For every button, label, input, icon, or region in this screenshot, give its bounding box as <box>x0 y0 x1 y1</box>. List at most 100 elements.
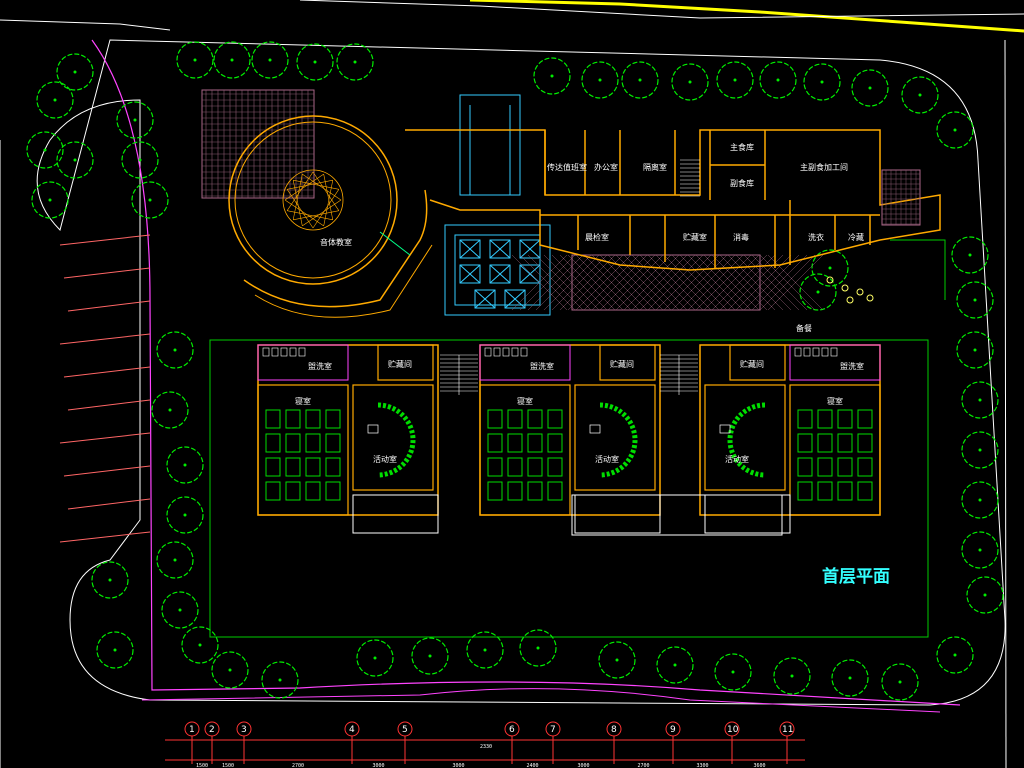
music-room: 音体教室 <box>228 115 433 318</box>
tree-icon <box>211 651 249 689</box>
axis-marker: 6 <box>504 721 520 764</box>
bed-icon <box>305 457 321 477</box>
tree-icon <box>156 541 194 579</box>
bed-icon <box>507 409 523 429</box>
bed-icon <box>547 481 563 501</box>
sandpit-circles <box>826 276 874 304</box>
sandpit-circle <box>866 294 874 302</box>
axis-label: 11 <box>782 725 793 735</box>
washroom-label: 盥洗室 <box>530 361 554 371</box>
site-boundary <box>36 39 1006 706</box>
sandpit-circle <box>846 296 854 304</box>
tree-icon <box>936 111 974 149</box>
lightwell-cell <box>459 239 481 259</box>
bedroom-label: 寝室 <box>517 396 533 406</box>
playground-boundary <box>209 339 929 638</box>
axis-marker: 5 <box>397 721 413 764</box>
bed-icon <box>837 433 853 453</box>
tree-icon <box>336 43 374 81</box>
janitor-label: 备餐 <box>796 323 812 333</box>
tree-icon <box>621 61 659 99</box>
dimension-label: 2700 <box>292 763 304 768</box>
tree-icon <box>121 141 159 179</box>
tree-icon <box>671 63 709 101</box>
disinfect-label: 消毒 <box>733 232 749 242</box>
tree-icon <box>176 41 214 79</box>
axis-marker: 1 <box>184 721 200 764</box>
tree-icon <box>251 41 289 79</box>
tree-icon <box>96 631 134 669</box>
central-annex <box>571 494 783 536</box>
waiting-room-label: 传达值班室 <box>547 162 587 172</box>
road-magenta-line <box>91 39 961 706</box>
axis-label: 2 <box>209 725 215 735</box>
axis-marker: 8 <box>606 721 622 764</box>
tree-icon <box>156 331 194 369</box>
tree-icon <box>956 331 994 369</box>
bed-icon <box>797 409 813 429</box>
axis-marker: 2 <box>204 721 220 764</box>
green-line-right <box>890 239 946 300</box>
bed-icon <box>507 457 523 477</box>
tree-icon <box>799 273 837 311</box>
bed-icon <box>285 457 301 477</box>
bed-icon <box>487 409 503 429</box>
tree-icon <box>56 141 94 179</box>
tree-icon <box>161 591 199 629</box>
axis-label: 7 <box>550 725 556 735</box>
cold-storage-label: 冷藏 <box>848 232 864 242</box>
tree-icon <box>966 576 1004 614</box>
tree-icon <box>598 641 636 679</box>
bed-icon <box>527 481 543 501</box>
road-yellow-line <box>469 0 1024 33</box>
bed-icon <box>527 409 543 429</box>
tree-icon <box>936 636 974 674</box>
bedroom-label: 寝室 <box>827 396 843 406</box>
table-icon <box>719 424 731 434</box>
bed-icon <box>487 481 503 501</box>
tree-icon <box>656 646 694 684</box>
bed-icon <box>487 457 503 477</box>
table-icon <box>589 424 601 434</box>
axis-marker: 10 <box>724 721 740 764</box>
axis-marker: 7 <box>545 721 561 764</box>
kitchen-label: 主副食加工间 <box>800 162 848 172</box>
tree-icon <box>961 531 999 569</box>
tree-icon <box>356 639 394 677</box>
axis-marker: 9 <box>665 721 681 764</box>
bed-icon <box>857 457 873 477</box>
road-magenta-line-2 <box>141 688 941 713</box>
axis-label: 4 <box>349 725 355 735</box>
bed-icon <box>265 457 281 477</box>
main-dining-label: 主食库 <box>730 142 754 152</box>
dimension-label: 1500 <box>222 763 234 768</box>
bed-icon <box>797 481 813 501</box>
tree-icon <box>851 69 889 107</box>
bed-icon <box>507 481 523 501</box>
tree-icon <box>581 61 619 99</box>
dimension-label: 3000 <box>578 763 590 768</box>
tree-icon <box>411 637 449 675</box>
tree-icon <box>166 496 204 534</box>
sandpit-circle <box>856 288 864 296</box>
axis-label: 6 <box>509 725 515 735</box>
bed-icon <box>797 433 813 453</box>
activity-arc <box>727 402 766 478</box>
road-white-line-left-curve <box>0 19 171 31</box>
tree-icon <box>716 61 754 99</box>
kitchen-stairs <box>680 159 700 197</box>
axis-label: 9 <box>670 725 676 735</box>
axis-label: 3 <box>241 725 247 735</box>
lightwell-cell <box>504 289 526 309</box>
activity-room-label: 活动室 <box>725 454 749 464</box>
lightwell-cell <box>489 264 511 284</box>
stair-icon <box>660 354 698 395</box>
isolation-room-label: 隔离室 <box>643 162 667 172</box>
dimension-label: 3300 <box>697 763 709 768</box>
tree-icon <box>151 391 189 429</box>
bed-icon <box>837 481 853 501</box>
